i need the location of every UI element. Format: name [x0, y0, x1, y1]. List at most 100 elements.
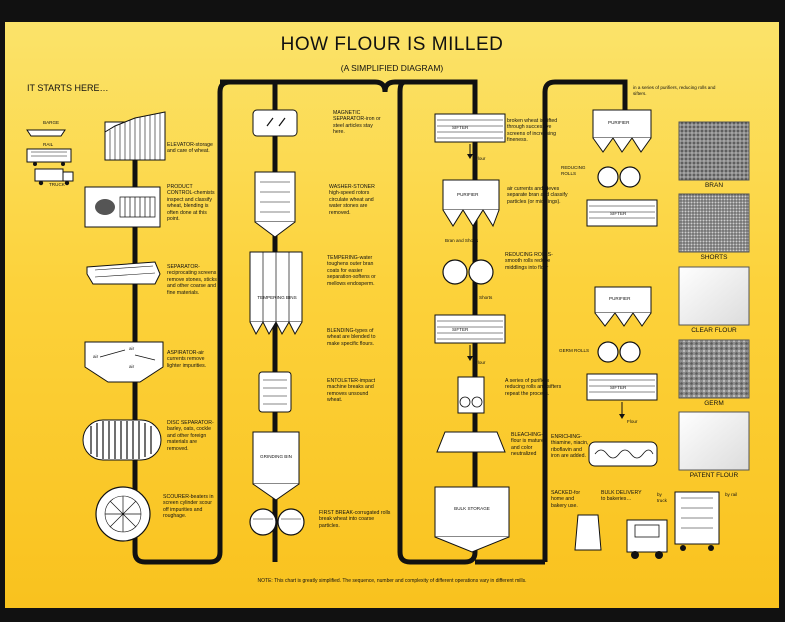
- shorts-sample: [678, 193, 750, 253]
- sifter-2-label: SIFTER: [452, 327, 469, 332]
- bulk-truck-icon: [626, 519, 668, 559]
- disc-separator-icon: [82, 419, 162, 461]
- repeat-stack-icon: [457, 376, 485, 414]
- step-scourer: SCOURER-beaters in screen cylinder scour…: [163, 494, 214, 520]
- sifter-1-icon: [434, 113, 506, 143]
- sack-icon: [574, 514, 602, 551]
- starts-here-label: IT STARTS HERE…: [27, 83, 109, 93]
- purifier-1-label: PURIFIER: [457, 192, 479, 197]
- reducing-rolls-2-icon: [597, 166, 641, 188]
- reducing-rolls-1-icon: [442, 259, 494, 285]
- product-label-germ: GERM: [704, 400, 724, 407]
- sifter-4-label: SIFTER: [610, 385, 627, 390]
- footnote: NOTE: This chart is greatly simplified. …: [257, 578, 527, 584]
- product-label-clear-flour: CLEAR FLOUR: [691, 327, 737, 334]
- tempering-bins-icon: [249, 251, 303, 336]
- aspirator-air-label-3: air: [129, 364, 135, 369]
- sifter-3-label: SIFTER: [610, 211, 627, 216]
- step-sifting: broken wheat is sifted through successiv…: [507, 118, 558, 144]
- flour-label-2: Flour: [475, 360, 486, 365]
- step-entoleter: ENTOLETER-impact machine breaks and remo…: [327, 378, 376, 404]
- clear-flour-sample: [678, 266, 750, 326]
- flour-milling-poster: HOW FLOUR IS MILLED (A SIMPLIFIED DIAGRA…: [5, 22, 779, 608]
- barge-icon: [26, 129, 66, 137]
- product-label-patent-flour: PATENT FLOUR: [689, 472, 739, 479]
- aspirator-icon: [84, 341, 164, 383]
- sifter-2-icon: [434, 314, 506, 344]
- step-separator: SEPARATOR-reciprocating screens remove s…: [167, 264, 217, 296]
- aspirator-air-label-2: air: [129, 346, 135, 351]
- flow-pipe-main: [132, 79, 478, 565]
- step-reducing-rolls: REDUCING ROLLS-smooth rolls reduce middl…: [505, 252, 553, 271]
- flour-arrow-3-icon: [619, 402, 625, 419]
- bulk-storage-icon: [434, 486, 510, 553]
- milling-flow-diagram: [26, 79, 750, 565]
- purifier-2-icon: [592, 109, 652, 153]
- step-product-control: PRODUCT CONTROL-chemists inspect and cla…: [167, 184, 215, 223]
- step-purifying: air currents and sieves separate bran an…: [507, 186, 568, 205]
- step-aspirator: ASPIRATOR-air currents remove lighter im…: [167, 350, 207, 369]
- scourer-icon: [95, 486, 151, 542]
- grinding-bin-label: GRINDING BIN: [260, 454, 292, 459]
- bleaching-icon: [436, 431, 506, 453]
- purifier-3-icon: [594, 286, 652, 327]
- step-disc-separator: DISC SEPARATOR-barley, oats, cockle and …: [167, 420, 214, 452]
- step-bleaching: BLEACHING-flour is matured and color neu…: [511, 432, 547, 458]
- truck-label: TRUCK: [49, 182, 65, 187]
- step-repeat: A series of purifiers reducing rolls and…: [505, 378, 562, 397]
- patent-flour-sample: [678, 411, 750, 471]
- rail-label: RAIL: [43, 142, 54, 147]
- flour-label-1: Flour: [475, 156, 486, 161]
- purifier-3-label: PURIFIER: [609, 296, 631, 301]
- flow-pipe-col3-right: [542, 79, 628, 562]
- germ-rolls-label: GERM ROLLS: [559, 348, 590, 353]
- sifter-1-label: SIFTER: [452, 125, 469, 130]
- product-label-shorts: SHORTS: [700, 254, 728, 261]
- step-enriching: ENRICHING-thiamine, niacin, riboflavin a…: [551, 434, 589, 460]
- grinding-bin-icon: [252, 431, 300, 501]
- flow-pipe-col3-top: [395, 79, 478, 102]
- rail-hopper-icon: [674, 491, 720, 551]
- tempering-bins-label: TEMPERING BINS: [257, 295, 297, 300]
- page-title: HOW FLOUR IS MILLED: [280, 34, 504, 55]
- series-note: in a series of purifiers, reducing rolls…: [633, 85, 716, 96]
- bran-sample: [678, 121, 750, 181]
- elevator-icon: [104, 111, 166, 161]
- purifier-1-icon: [442, 179, 500, 228]
- truck-icon: [34, 168, 74, 186]
- aspirator-air-label-1: air: [93, 354, 99, 359]
- by-rail-label: by rail: [725, 492, 738, 497]
- step-tempering: TEMPERING-water toughens outer bran coat…: [327, 255, 376, 287]
- rail-car-icon: [26, 148, 72, 166]
- flour-arrow-2-icon: [467, 345, 473, 361]
- bran-shorts-label: Bran and Shorts: [445, 238, 479, 243]
- step-sacked: SACKED-for home and bakery use.: [551, 490, 581, 509]
- step-magnetic-separator: MAGNETIC SEPARATOR-iron or steel article…: [333, 110, 381, 136]
- shorts-flow-label: Shorts: [479, 295, 493, 300]
- barge-label: BARGE: [43, 120, 60, 125]
- page-subtitle: (A SIMPLIFIED DIAGRAM): [340, 63, 444, 73]
- enriching-icon: [588, 441, 658, 467]
- germ-sample: [678, 339, 750, 399]
- sifter-3-icon: [586, 199, 658, 227]
- product-label-bran: BRAN: [704, 182, 724, 189]
- reducing-rolls-label: REDUCING ROLLS: [561, 165, 586, 176]
- bulk-storage-label: BULK STORAGE: [454, 506, 490, 511]
- entoleter-icon: [258, 371, 292, 413]
- purifier-2-label: PURIFIER: [608, 120, 630, 125]
- flour-arrow-1-icon: [467, 144, 473, 159]
- sifter-4-icon: [586, 373, 658, 401]
- step-first-break: FIRST BREAK-corrugated rolls break wheat…: [319, 510, 391, 529]
- by-truck-label: by truck: [657, 492, 667, 503]
- product-control-icon: [84, 186, 161, 228]
- magnetic-separator-icon: [252, 109, 298, 137]
- step-elevator: ELEVATOR-storage and care of wheat.: [167, 142, 213, 155]
- step-washer-stoner: WASHER-STONER high-speed rotors circulat…: [329, 184, 375, 216]
- step-blending: BLENDING-types of wheat are blended to m…: [327, 328, 376, 347]
- washer-stoner-icon: [254, 171, 296, 238]
- step-bulk-delivery: BULK DELIVERY to bakeries…: [601, 490, 642, 503]
- separator-icon: [86, 261, 161, 285]
- first-break-rolls-icon: [249, 508, 305, 536]
- flour-label-3: Flour: [627, 419, 638, 424]
- flow-pipe-col2-top: [220, 79, 278, 112]
